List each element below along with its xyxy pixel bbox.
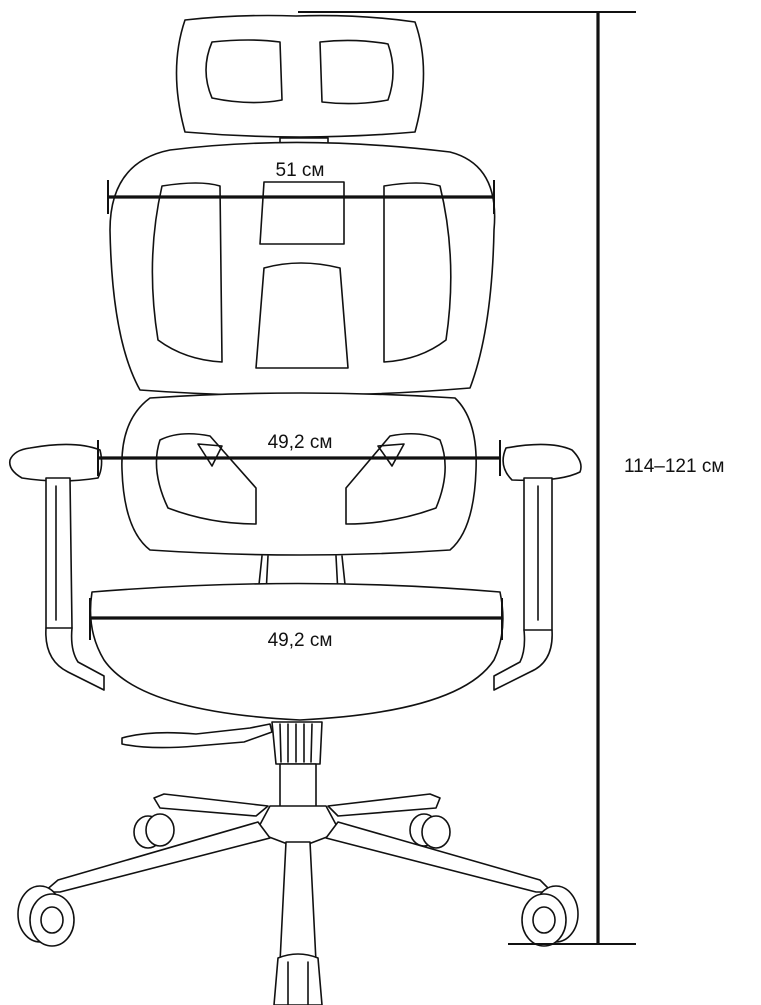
caster-front-left <box>17 885 75 947</box>
armrest-left <box>8 443 105 691</box>
casters <box>17 813 579 1005</box>
dimension-lumbar-width: 49,2 см <box>97 432 501 476</box>
lumbar-width-label: 49,2 см <box>268 432 333 453</box>
caster-front <box>273 953 323 1005</box>
dimension-total-height: 114–121 см <box>298 11 724 945</box>
seat <box>89 582 504 721</box>
caster-back-left <box>133 813 175 849</box>
caster-front-right <box>521 885 579 947</box>
headrest <box>175 14 425 153</box>
caster-back-right <box>409 813 451 849</box>
armrest-right <box>493 443 582 691</box>
backrest <box>109 141 496 397</box>
height-lever <box>121 723 273 749</box>
chair-base <box>43 793 553 963</box>
total-height-label: 114–121 см <box>624 456 724 477</box>
dimension-backrest-width: 51 см <box>107 160 495 214</box>
seat-width-label: 49,2 см <box>268 630 333 651</box>
gas-cylinder <box>271 721 323 813</box>
backrest-width-label: 51 см <box>276 160 325 181</box>
dimension-seat-width: 49,2 см <box>89 598 503 651</box>
lumbar-support <box>121 392 477 556</box>
